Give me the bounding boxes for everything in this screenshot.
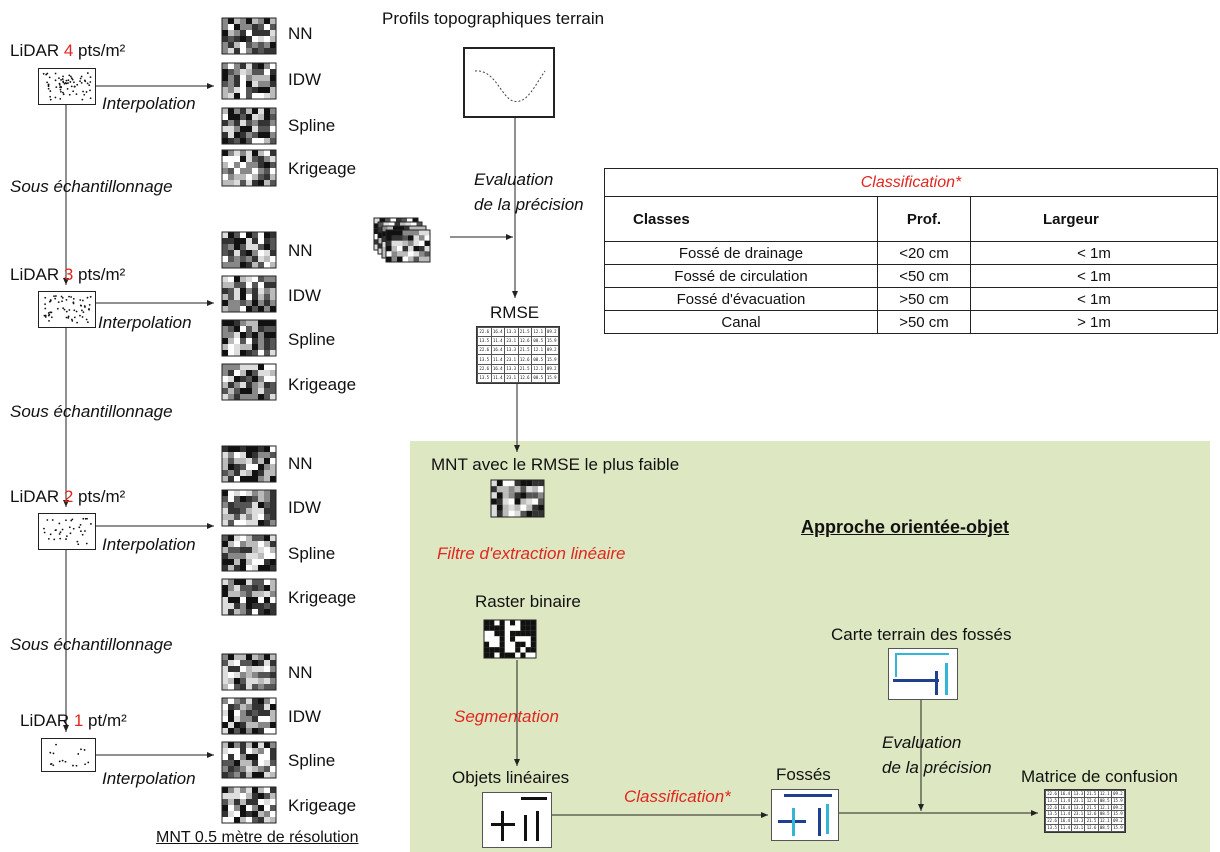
ditches-thumbnail xyxy=(771,789,839,841)
approach-title: Approche orientée-objet xyxy=(801,517,1010,537)
field-map-label: Carte terrain des fossés xyxy=(831,625,1012,644)
interpolation-label-1: Interpolation xyxy=(102,769,196,788)
method-spline: Spline xyxy=(288,330,336,349)
interpolation-label-4: Interpolation xyxy=(102,94,196,113)
profile-chart xyxy=(463,47,555,118)
method-raster-icon xyxy=(221,445,277,483)
classification-table-title: Classification* xyxy=(604,168,1218,197)
lidar-label-4: LiDAR 4 pts/m² xyxy=(10,41,126,60)
method-krigeage: Krigeage xyxy=(288,588,357,607)
method-spline: Spline xyxy=(288,116,336,135)
method-raster-icon xyxy=(221,275,277,313)
connector-arrows xyxy=(63,83,1038,818)
table-row: Fossé de drainage<20 cm< 1m xyxy=(604,241,1218,265)
method-idw: IDW xyxy=(288,286,322,305)
table-row: Canal>50 cm> 1m xyxy=(604,310,1218,334)
field-ditches-map-thumbnail xyxy=(888,648,958,700)
point-cloud-4 xyxy=(38,68,96,105)
interpolation-label-3: Interpolation xyxy=(98,313,192,332)
best-mnt-raster xyxy=(490,479,545,518)
segmentation-label: Segmentation xyxy=(454,707,559,726)
method-raster-icon xyxy=(221,17,277,55)
method-raster-icon xyxy=(221,149,277,187)
mnt-resolution-caption: MNT 0.5 mètre de résolution xyxy=(156,829,359,846)
method-raster-icon xyxy=(221,786,277,824)
method-idw: IDW xyxy=(288,707,322,726)
classification-arrow-label: Classification* xyxy=(624,787,731,806)
method-raster-icon xyxy=(221,578,277,616)
subsampling-label-3: Sous échantillonnage xyxy=(10,635,173,654)
point-cloud-2 xyxy=(38,513,96,550)
ditches-label: Fossés xyxy=(776,765,831,784)
rmse-label: RMSE xyxy=(490,303,540,322)
stacked-raster-icon xyxy=(385,229,431,263)
method-raster-icon xyxy=(221,107,277,145)
method-raster-icon xyxy=(221,534,277,572)
method-raster-icon xyxy=(221,363,277,401)
field-profiles-title: Profils topographiques terrain xyxy=(382,9,605,28)
method-spline: Spline xyxy=(288,751,336,770)
table-row: Fossé d'évacuation>50 cm< 1m xyxy=(604,287,1218,311)
confusion-matrix-label: Matrice de confusion xyxy=(1021,767,1178,786)
method-nn: NN xyxy=(288,663,313,682)
header-classes: Classes xyxy=(604,196,878,242)
raster-thumbnails xyxy=(221,17,545,824)
method-nn: NN xyxy=(288,241,313,260)
method-raster-icon xyxy=(221,489,277,527)
header-depth: Prof. xyxy=(877,196,971,242)
method-raster-icon xyxy=(221,62,277,100)
precision-eval-line2: de la précision xyxy=(474,195,584,214)
table-row: Fossé de circulation<50 cm< 1m xyxy=(604,264,1218,288)
linear-filter-label: Filtre d'extraction linéaire xyxy=(437,544,626,563)
lidar-label-1: LiDAR 1 pt/m² xyxy=(20,711,127,730)
linear-objects-label: Objets linéaires xyxy=(452,768,570,787)
precision-eval-line1: Evaluation xyxy=(474,170,554,189)
method-raster-icon xyxy=(221,741,277,779)
method-raster-icon xyxy=(221,231,277,269)
point-cloud-1 xyxy=(41,738,96,772)
subsampling-label-2: Sous échantillonnage xyxy=(10,402,173,421)
binary-raster-label: Raster binaire xyxy=(475,592,581,611)
obj-precision-eval-line1: Evaluation xyxy=(882,733,962,752)
obj-precision-eval-line2: de la précision xyxy=(882,758,992,777)
method-raster-icon xyxy=(221,319,277,357)
binary-raster-icon xyxy=(483,619,537,659)
method-nn: NN xyxy=(288,24,313,43)
method-krigeage: Krigeage xyxy=(288,796,357,815)
method-raster-icon xyxy=(221,653,277,691)
point-cloud-3 xyxy=(38,291,96,328)
lidar-label-2: LiDAR 2 pts/m² xyxy=(10,487,126,506)
best-mnt-label: MNT avec le RMSE le plus faible xyxy=(431,455,680,474)
method-spline: Spline xyxy=(288,544,336,563)
method-idw: IDW xyxy=(288,498,322,517)
method-idw: IDW xyxy=(288,70,322,89)
subsampling-label-1: Sous échantillonnage xyxy=(10,177,173,196)
method-raster-icon xyxy=(221,697,277,735)
method-krigeage: Krigeage xyxy=(288,375,357,394)
header-width: Largeur xyxy=(970,196,1218,242)
interpolation-label-2: Interpolation xyxy=(102,535,196,554)
method-nn: NN xyxy=(288,454,313,473)
linear-objects-thumbnail xyxy=(482,792,552,848)
lidar-label-3: LiDAR 3 pts/m² xyxy=(10,265,126,284)
classification-table: Classification* Classes Prof. Largeur Fo… xyxy=(604,168,1218,334)
method-krigeage: Krigeage xyxy=(288,159,357,178)
